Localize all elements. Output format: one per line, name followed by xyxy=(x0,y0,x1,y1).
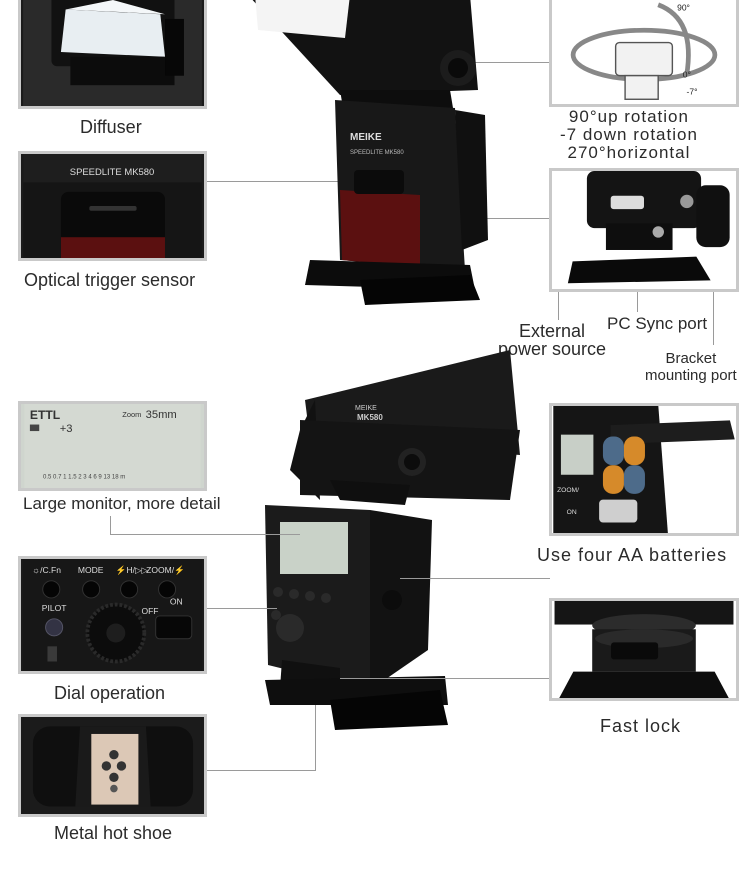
on-label: ON xyxy=(170,597,183,607)
fast-lock-photo xyxy=(549,598,739,701)
hot-shoe-photo xyxy=(18,714,207,817)
flash-unit-top: MEIKE SPEEDLITE MK580 xyxy=(252,0,488,305)
flash-top-model: SPEEDLITE MK580 xyxy=(350,150,404,156)
lcd-ev: +3 xyxy=(60,423,73,435)
connector-line xyxy=(110,534,300,535)
lcd-zoom-label: Zoom xyxy=(122,410,141,419)
ports-photo xyxy=(549,168,739,292)
diffuser-caption: Diffuser xyxy=(80,117,142,137)
lcd-distance-scale: 0.5 0.7 1 1.5 2 3 4 6 9 13 18 m xyxy=(43,475,125,481)
pc-sync-label: PC Sync port xyxy=(607,314,708,333)
dial-btn-label-3: ⚡H/▷▷ xyxy=(116,565,149,576)
rotation-line: -7 down rotation xyxy=(560,125,698,144)
dial-caption: Dial operation xyxy=(54,683,166,703)
bracket-mount-label: Bracket mounting port xyxy=(645,350,737,384)
flash-unit-bottom: MEIKE MK580 xyxy=(265,350,520,730)
rotation-label-down: -7° xyxy=(687,87,698,97)
fast-lock-caption: Fast lock xyxy=(600,716,682,736)
flash-bottom-model: MK580 xyxy=(357,413,383,422)
dial-btn-label-1: ☼/C.Fn xyxy=(32,565,61,575)
connector-line xyxy=(470,62,550,63)
sensor-brand-text: SPEEDLITE MK580 xyxy=(70,167,154,178)
lcd-mode: ETTL xyxy=(30,408,61,422)
monitor-caption: Large monitor, more detail xyxy=(23,494,221,513)
rotation-diagram: 90° 0° -7° xyxy=(549,0,739,107)
rotation-label-up: 90° xyxy=(677,2,690,12)
rotation-label-zero: 0° xyxy=(683,70,691,80)
lcd-zoom-value: 35mm xyxy=(146,409,177,421)
battery-caption: Use four AA batteries xyxy=(537,545,728,565)
off-label: OFF xyxy=(141,606,158,616)
batteries-photo: ZOOM/ ON xyxy=(549,403,739,536)
hot-shoe-caption: Metal hot shoe xyxy=(54,823,173,843)
external-power-label: External power source xyxy=(498,321,607,359)
connector-line xyxy=(207,181,347,182)
connector-line xyxy=(315,705,316,771)
rotation-line: 270°horizontal xyxy=(567,143,691,162)
diffuser-photo xyxy=(18,0,207,109)
rotation-line: 90°up rotation xyxy=(568,107,689,126)
connector-line xyxy=(400,578,550,579)
lcd-monitor-photo: ETTL Zoom 35mm +3 0.5 0.7 1 1.5 2 3 4 6 … xyxy=(18,401,207,491)
connector-line xyxy=(207,608,277,609)
dial-photo: ☼/C.Fn MODE ⚡H/▷▷ ZOOM/⚡ PILOT OFF ON xyxy=(18,556,207,674)
dial-btn-label-2: MODE xyxy=(78,565,104,575)
flash-top-brand: MEIKE xyxy=(350,132,382,143)
connector-line xyxy=(340,678,550,679)
battery-panel-zoom: ZOOM/ xyxy=(557,487,579,494)
flash-bottom-brand: MEIKE xyxy=(355,405,377,412)
connector-line xyxy=(110,516,111,534)
pilot-label: PILOT xyxy=(42,603,67,613)
optical-sensor-caption: Optical trigger sensor xyxy=(24,270,196,290)
connector-line xyxy=(440,218,550,219)
connector-line xyxy=(207,770,315,771)
rotation-caption: 90°up rotation -7 down rotation 270°hori… xyxy=(560,108,698,162)
dial-btn-label-4: ZOOM/⚡ xyxy=(146,565,185,576)
optical-sensor-photo: SPEEDLITE MK580 xyxy=(18,151,207,261)
battery-panel-on: ON xyxy=(567,509,577,516)
